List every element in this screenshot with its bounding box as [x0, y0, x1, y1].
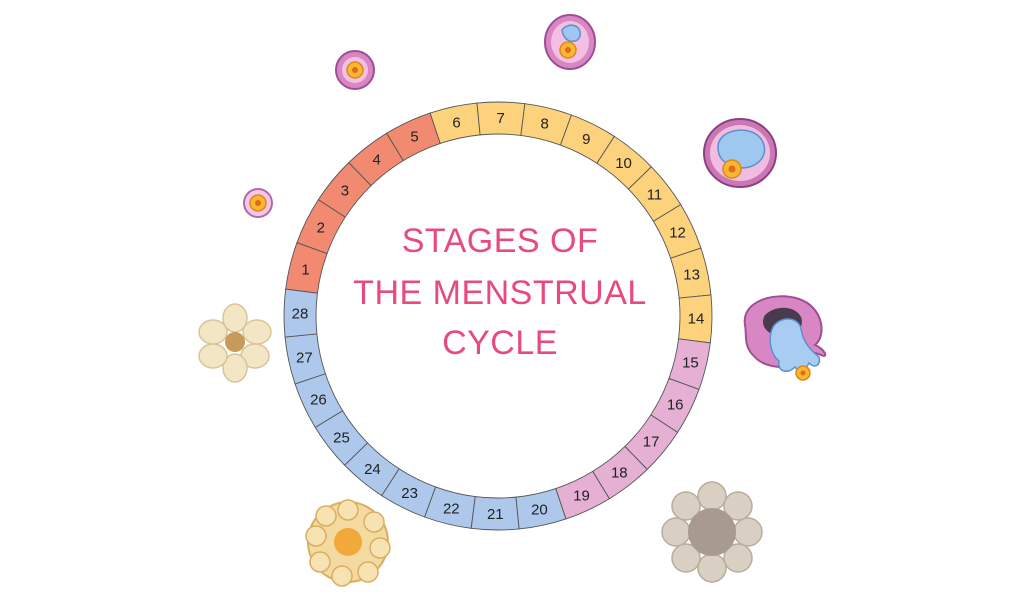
day-label-8: 8 — [541, 116, 549, 133]
day-label-26: 26 — [310, 391, 327, 408]
day-label-16: 16 — [667, 396, 684, 413]
day-label-4: 4 — [373, 152, 381, 169]
day-label-6: 6 — [452, 114, 460, 131]
title-line-2: THE MENSTRUAL — [353, 274, 647, 312]
secondary-follicle-icon — [544, 14, 596, 70]
day-label-9: 9 — [582, 131, 590, 148]
day-label-14: 14 — [688, 311, 705, 328]
day-label-21: 21 — [487, 506, 504, 523]
day-label-25: 25 — [333, 429, 350, 446]
day-label-23: 23 — [401, 485, 418, 502]
day-label-18: 18 — [611, 464, 628, 481]
day-label-24: 24 — [364, 461, 381, 478]
day-label-2: 2 — [317, 220, 325, 237]
title-line-1: STAGES OF — [401, 222, 599, 260]
follicle-icon — [243, 188, 273, 218]
day-label-13: 13 — [683, 267, 700, 284]
corpus-luteum-icon — [198, 303, 272, 383]
day-label-22: 22 — [443, 500, 460, 517]
day-label-11: 11 — [647, 187, 663, 204]
day-label-17: 17 — [643, 434, 660, 451]
ovulation-icon — [743, 295, 827, 381]
day-label-1: 1 — [301, 261, 309, 278]
day-label-3: 3 — [341, 182, 349, 199]
day-segment-28 — [283, 288, 318, 338]
title-line-3: CYCLE — [442, 324, 558, 362]
day-label-19: 19 — [573, 488, 590, 505]
day-label-5: 5 — [410, 128, 418, 145]
corpus-albicans-icon — [661, 481, 763, 583]
day-label-12: 12 — [669, 225, 686, 242]
day-label-27: 27 — [296, 349, 313, 366]
primary-follicle-icon — [335, 50, 375, 90]
mature-follicle-icon — [703, 118, 777, 188]
day-segments — [283, 101, 713, 531]
day-label-20: 20 — [531, 502, 548, 519]
day-label-7: 7 — [497, 110, 505, 127]
day-label-15: 15 — [682, 355, 699, 372]
day-label-28: 28 — [292, 305, 309, 322]
corpus-luteum-yellow-icon — [305, 499, 391, 587]
day-label-10: 10 — [615, 155, 632, 172]
